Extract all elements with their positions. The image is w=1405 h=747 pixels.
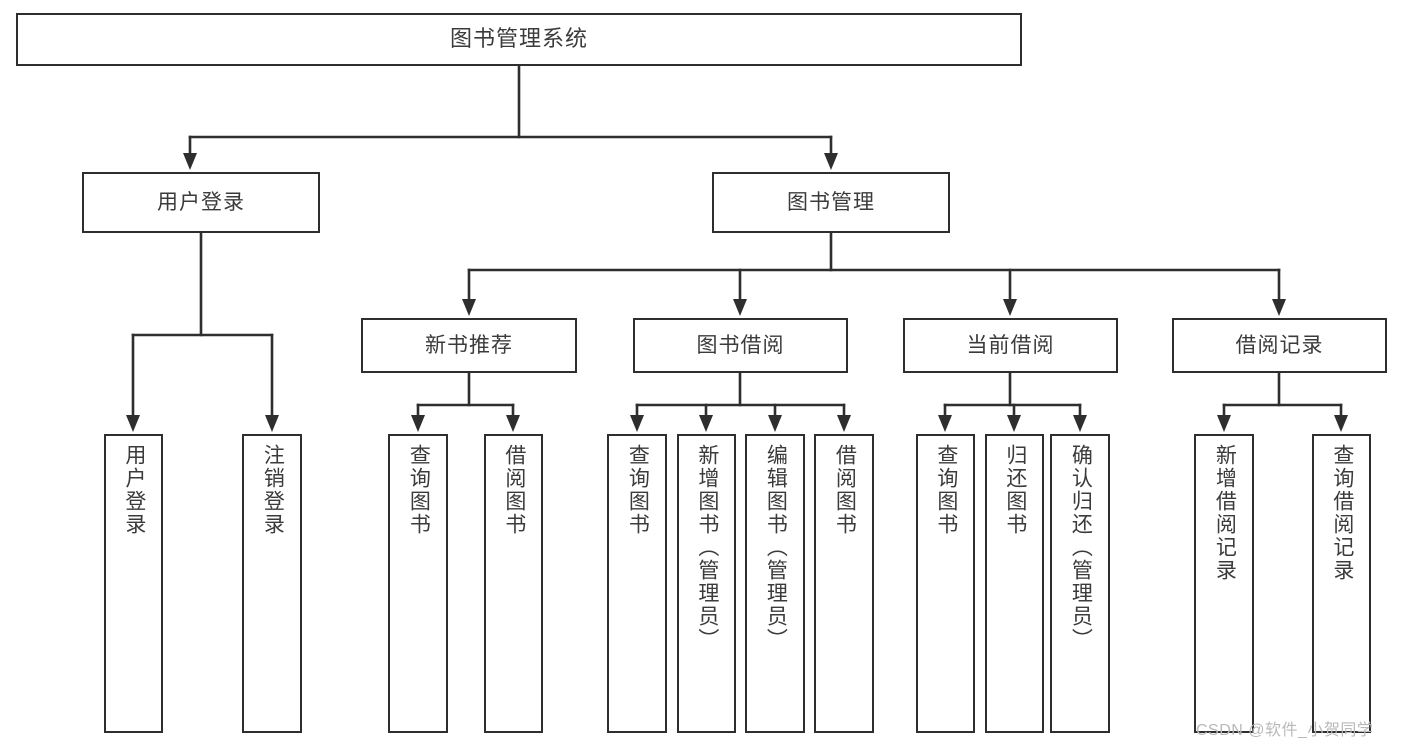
node-label: 图书管理 bbox=[787, 190, 875, 214]
node-borrow-record[interactable]: 借阅记录 bbox=[1172, 318, 1387, 373]
node-leaf-query-book-1[interactable]: 查询图书 bbox=[388, 434, 448, 733]
node-leaf-query-book-2[interactable]: 查询图书 bbox=[607, 434, 667, 733]
node-new-book-recommend[interactable]: 新书推荐 bbox=[361, 318, 577, 373]
node-label: 借阅图书 bbox=[833, 444, 857, 536]
node-book-borrow[interactable]: 图书借阅 bbox=[633, 318, 848, 373]
watermark-text: CSDN @软件_小贺同学 bbox=[1196, 722, 1374, 739]
node-label: 图书管理系统 bbox=[449, 26, 588, 52]
node-label: 新增图书（管理员） bbox=[695, 444, 719, 651]
node-label: 编辑图书（管理员） bbox=[764, 444, 788, 651]
node-label: 查询图书 bbox=[626, 444, 650, 536]
node-label: 图书借阅 bbox=[696, 333, 785, 357]
node-leaf-query-record[interactable]: 查询借阅记录 bbox=[1312, 434, 1371, 733]
node-leaf-confirm-return[interactable]: 确认归还（管理员） bbox=[1050, 434, 1110, 733]
node-user-login[interactable]: 用户登录 bbox=[82, 172, 320, 233]
node-label: 确认归还（管理员） bbox=[1069, 444, 1093, 651]
node-leaf-add-book[interactable]: 新增图书（管理员） bbox=[677, 434, 736, 733]
node-label: 查询图书 bbox=[407, 444, 431, 536]
node-leaf-borrow-book-1[interactable]: 借阅图书 bbox=[484, 434, 543, 733]
node-label: 用户登录 bbox=[157, 190, 245, 214]
node-label: 归还图书 bbox=[1003, 444, 1027, 536]
node-label: 借阅记录 bbox=[1235, 333, 1324, 357]
node-leaf-logout[interactable]: 注销登录 bbox=[242, 434, 302, 733]
node-current-borrow[interactable]: 当前借阅 bbox=[903, 318, 1118, 373]
node-label: 查询图书 bbox=[934, 444, 958, 536]
node-leaf-return-book[interactable]: 归还图书 bbox=[985, 434, 1044, 733]
node-label: 借阅图书 bbox=[502, 444, 526, 536]
node-label: 当前借阅 bbox=[966, 333, 1055, 357]
node-leaf-borrow-book-2[interactable]: 借阅图书 bbox=[814, 434, 874, 733]
node-leaf-add-record[interactable]: 新增借阅记录 bbox=[1194, 434, 1254, 733]
node-label: 查询借阅记录 bbox=[1330, 444, 1354, 582]
node-label: 新增借阅记录 bbox=[1213, 444, 1237, 582]
node-leaf-edit-book[interactable]: 编辑图书（管理员） bbox=[745, 434, 805, 733]
node-leaf-user-login[interactable]: 用户登录 bbox=[104, 434, 163, 733]
node-root[interactable]: 图书管理系统 bbox=[16, 13, 1022, 66]
node-leaf-query-book-3[interactable]: 查询图书 bbox=[916, 434, 975, 733]
node-label: 新书推荐 bbox=[425, 333, 513, 357]
node-label: 注销登录 bbox=[261, 444, 285, 536]
node-label: 用户登录 bbox=[122, 444, 146, 536]
node-book-manage[interactable]: 图书管理 bbox=[712, 172, 950, 233]
